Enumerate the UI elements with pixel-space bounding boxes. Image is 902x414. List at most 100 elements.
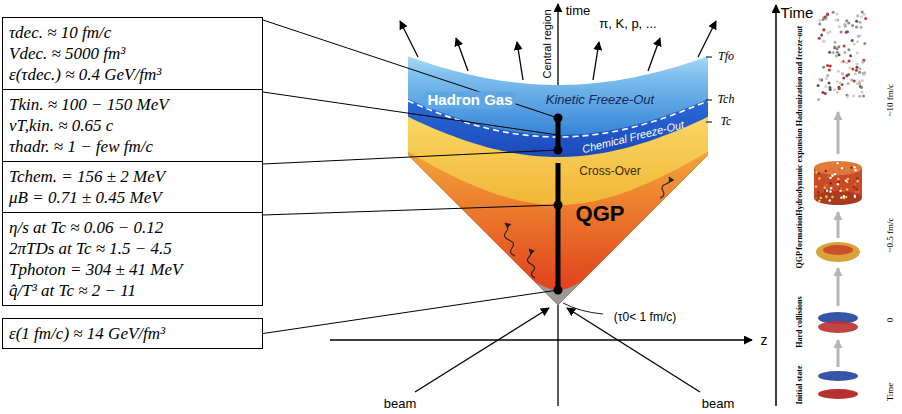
parameter-box: τdec. ≈ 10 fm/cVdec. ≈ 5000 fm³ε(τdec.) … — [2, 17, 263, 90]
parameter-text: Tchem. = 156 ± 2 MeV — [9, 166, 165, 187]
particle-dot — [847, 178, 849, 180]
particle-dot — [829, 65, 832, 68]
particle-dot — [826, 189, 828, 191]
particle-dot — [834, 41, 837, 44]
stage-label: Hard collisions — [795, 296, 804, 347]
stage-label: QGP formation — [795, 215, 804, 268]
particle-dot — [825, 170, 827, 172]
phase-label: Cross-Over — [579, 165, 640, 179]
particle-dot — [829, 190, 831, 192]
axis-label: time — [566, 4, 591, 19]
leader-line — [263, 92, 558, 135]
particle-dot — [855, 191, 857, 193]
beam-label: beam — [702, 397, 735, 412]
particle-dot — [832, 11, 835, 14]
particle-dot — [847, 48, 850, 51]
particle-dot — [859, 21, 862, 24]
particle-dot — [855, 188, 857, 190]
stage-dot — [554, 286, 563, 295]
particle-arrow — [648, 38, 660, 71]
particle-dot — [853, 166, 855, 168]
particle-dot — [857, 191, 859, 193]
cross-over-region — [408, 117, 708, 305]
particle-arrow — [698, 21, 716, 57]
leader-line — [263, 290, 558, 334]
freeze-out-label: Kinetic Freeze-Out — [546, 93, 654, 108]
photon-arrow — [527, 249, 535, 278]
phase-label: Hadron Gas — [424, 91, 515, 108]
particle-dot — [853, 80, 856, 83]
temperature-label: Tc — [721, 115, 732, 129]
particle-dot — [864, 17, 867, 20]
particle-dot — [837, 45, 840, 48]
particle-dot — [835, 54, 838, 57]
particle-dot — [834, 173, 836, 175]
stage-dot — [554, 146, 563, 155]
particle-dot — [824, 186, 826, 188]
leader-lines — [263, 20, 558, 334]
particle-dot — [822, 40, 825, 43]
particle-dot — [838, 25, 841, 28]
tick — [706, 100, 712, 101]
particle-dot — [840, 188, 842, 190]
central-region-bar — [556, 118, 561, 150]
nucleus — [818, 389, 858, 399]
particle-dot — [863, 42, 866, 45]
particle-dot — [840, 196, 842, 198]
parameter-box: Tkin. ≈ 100 − 150 MeVvT,kin. ≈ 0.65 cτha… — [2, 89, 263, 162]
particle-dot — [843, 195, 845, 197]
particle-dot — [845, 196, 847, 198]
time-mark: ~0.5 fm/c — [885, 218, 895, 253]
nucleus — [818, 321, 858, 333]
parameter-text: Tkin. ≈ 100 − 150 MeV — [9, 94, 169, 115]
particle-dot — [820, 197, 822, 199]
particle-dot — [830, 187, 832, 189]
particle-dot — [842, 77, 845, 80]
freeze-out-label: Chemical Freeze-Out — [581, 118, 685, 156]
particle-dot — [860, 15, 863, 18]
particle-dot — [826, 64, 829, 67]
particle-dot — [849, 54, 852, 57]
particle-dot — [826, 184, 828, 186]
particle-dot — [840, 60, 843, 63]
particle-dot — [855, 164, 857, 166]
leader-line — [263, 150, 558, 164]
parameter-text: η/s at Tc ≈ 0.06 − 0.12 — [9, 217, 163, 238]
beam-label: beam — [384, 397, 417, 412]
time-mark: ~10 fm/c — [885, 84, 895, 117]
particle-dot — [829, 168, 831, 170]
parameter-text: Vdec. ≈ 5000 fm³ — [9, 43, 125, 64]
particle-arrow — [517, 42, 523, 80]
particle-dot — [858, 67, 861, 70]
particle-dot — [853, 186, 855, 188]
stage-arrow — [837, 212, 840, 238]
particle-dot — [831, 175, 833, 177]
particle-dot — [848, 66, 851, 69]
phase-label: QGP — [576, 201, 625, 226]
particle-dot — [860, 26, 863, 29]
particle-dot — [815, 197, 817, 199]
particle-dot — [836, 90, 839, 93]
particle-dot — [829, 88, 832, 91]
particle-dot — [855, 20, 858, 23]
temperature-label: Tfo — [718, 50, 734, 64]
particle-dot — [832, 171, 834, 173]
particle-arrow — [456, 38, 468, 71]
chemical-freeze-out-band — [408, 99, 708, 305]
leader-line — [263, 205, 558, 215]
particle-dot — [833, 46, 836, 49]
particle-dot — [839, 82, 842, 85]
particle-dot — [828, 69, 831, 72]
collision-stages — [776, 5, 867, 406]
particle-dot — [851, 67, 854, 70]
particle-dot — [841, 167, 843, 169]
particle-dot — [845, 19, 848, 22]
particle-dot — [838, 87, 841, 90]
particle-list: π, K, p, ... — [599, 17, 656, 32]
particle-dot — [854, 72, 857, 75]
particle-dot — [821, 91, 824, 94]
particle-dot — [862, 95, 865, 98]
stage-dot — [554, 114, 563, 123]
particle-dot — [818, 37, 821, 40]
